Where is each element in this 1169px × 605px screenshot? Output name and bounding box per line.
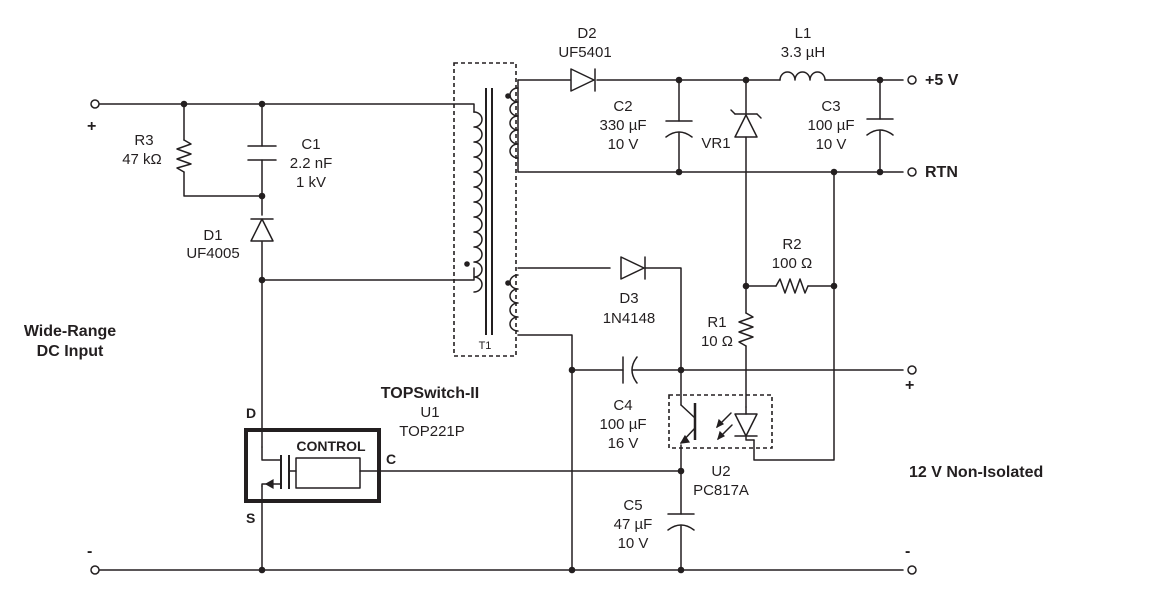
rtn-label: RTN: [925, 164, 958, 181]
d3-diode: [620, 256, 646, 280]
r3-resistor: [176, 139, 192, 173]
c4-value: 100 µF: [600, 416, 647, 433]
aux-plus-sign: +: [905, 377, 914, 394]
d2-ref: D2: [577, 25, 596, 42]
terminals: [90, 75, 917, 575]
junction-dots: [180, 76, 884, 574]
r2-resistor: [775, 278, 809, 294]
aux-output-label: 12 V Non-Isolated: [909, 464, 1043, 481]
d3-part: 1N4148: [603, 310, 656, 327]
c2-ref: C2: [613, 98, 632, 115]
c1-rating: 1 kV: [296, 174, 326, 191]
u1-ref: U1: [420, 404, 439, 421]
u1-topswitch: [244, 428, 381, 503]
c2-value: 330 µF: [600, 117, 647, 134]
u2-part: PC817A: [693, 482, 749, 499]
d1-part: UF4005: [186, 245, 239, 262]
u1-part: TOP221P: [399, 423, 465, 440]
labels: + - Wide-Range DC Input R3 47 kΩ C1 2.2 …: [24, 25, 1043, 560]
plus5v-terminal[interactable]: [907, 75, 917, 85]
input-plus-sign: +: [87, 118, 96, 135]
wires: [97, 79, 904, 571]
c5-value: 47 µF: [614, 516, 653, 533]
c4-rating: 16 V: [608, 435, 639, 452]
l1-ref: L1: [795, 25, 812, 42]
r2-ref: R2: [782, 236, 801, 253]
input-minus-sign: -: [87, 543, 92, 560]
c2-capacitor: [665, 120, 693, 138]
r1-resistor: [738, 312, 754, 347]
t1-ref: T1: [479, 340, 492, 352]
aux-minus-terminal[interactable]: [907, 565, 917, 575]
d2-diode: [570, 68, 596, 92]
d1-ref: D1: [203, 227, 222, 244]
c3-capacitor: [866, 118, 894, 136]
r3-ref: R3: [134, 132, 153, 149]
c5-ref: C5: [623, 497, 642, 514]
u1-pin-s: S: [246, 510, 255, 526]
input-plus-terminal[interactable]: [90, 99, 100, 109]
plus5v-label: +5 V: [925, 72, 959, 89]
aux-plus-terminal[interactable]: [907, 365, 917, 375]
rtn-terminal[interactable]: [907, 167, 917, 177]
l1-inductor: [779, 71, 826, 81]
u1-pin-d: D: [246, 405, 256, 421]
r1-ref: R1: [707, 314, 726, 331]
c3-ref: C3: [821, 98, 840, 115]
c5-capacitor: [667, 513, 695, 531]
u2-optocoupler: [668, 394, 773, 449]
d1-diode: [250, 218, 274, 242]
c4-capacitor: [622, 356, 638, 384]
d2-part: UF5401: [558, 44, 611, 61]
aux-minus-sign: -: [905, 543, 910, 560]
vr1-ref: VR1: [701, 135, 730, 152]
c1-ref: C1: [301, 136, 320, 153]
c5-rating: 10 V: [618, 535, 649, 552]
r1-value: 10 Ω: [701, 333, 733, 350]
u1-pin-c: C: [386, 451, 396, 467]
c3-value: 100 µF: [808, 117, 855, 134]
r2-value: 100 Ω: [772, 255, 812, 272]
t1-transformer: [453, 62, 519, 357]
u1-control-label: CONTROL: [296, 438, 366, 454]
input-minus-terminal[interactable]: [90, 565, 100, 575]
input-title-1: Wide-Range: [24, 323, 116, 340]
l1-value: 3.3 µH: [781, 44, 826, 61]
d3-ref: D3: [619, 290, 638, 307]
vr1-zener: [730, 109, 762, 138]
c4-ref: C4: [613, 397, 632, 414]
c2-rating: 10 V: [608, 136, 639, 153]
c3-rating: 10 V: [816, 136, 847, 153]
r3-value: 47 kΩ: [122, 151, 162, 168]
u1-family: TOPSwitch-II: [381, 385, 479, 402]
c1-value: 2.2 nF: [290, 155, 333, 172]
c1-capacitor: [247, 145, 277, 161]
u2-ref: U2: [711, 463, 730, 480]
input-title-2: DC Input: [37, 343, 104, 360]
